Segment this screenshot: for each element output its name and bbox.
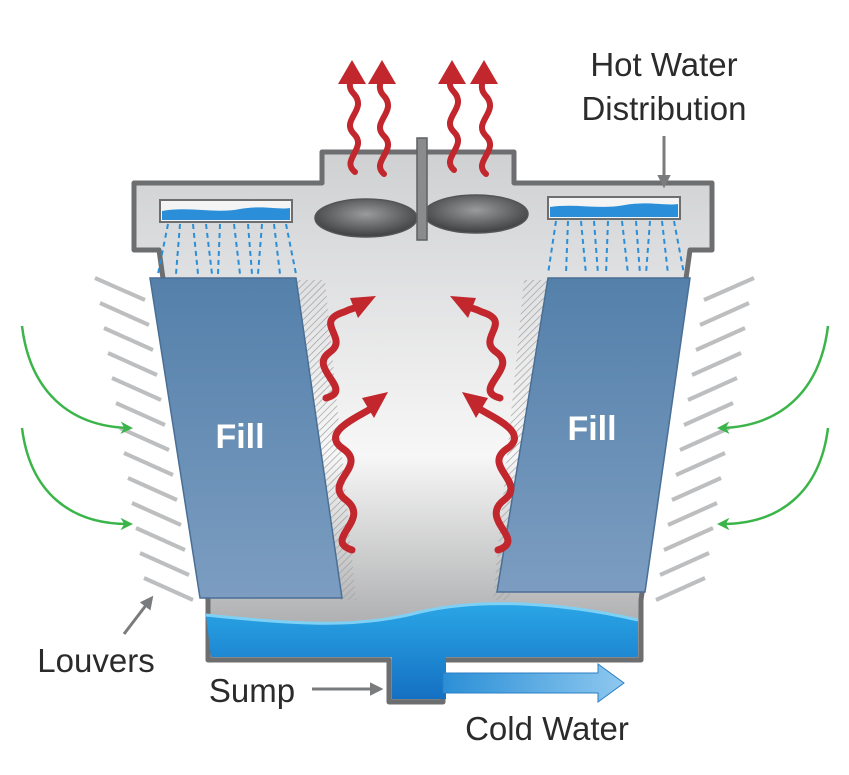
hot-air-exhaust-arrowheads (338, 60, 498, 84)
hot-air-rising-arrow (332, 404, 376, 554)
hot-air-rising-arrowheads (350, 296, 488, 418)
sump-water (206, 603, 638, 699)
louvers-pointer-arrow (122, 595, 154, 635)
cold-water-label: Cold Water (465, 710, 629, 747)
hot-water-label-line1: Hot Water (590, 46, 737, 83)
hot-water-label-line2: Distribution (581, 90, 746, 127)
fill-label-right: Fill (567, 410, 616, 448)
fill-label-left: Fill (215, 418, 264, 456)
curved-arrow-icon (717, 427, 830, 531)
hot-air-rising-arrow (462, 302, 507, 402)
hot-air-exhaust-arrow (346, 71, 361, 175)
hot-air-rising-arrows (319, 302, 518, 554)
curved-arrow-icon (717, 325, 830, 434)
louvers-label: Louvers (37, 642, 154, 679)
distribution-basin-left (159, 199, 293, 223)
curved-arrow-icon (20, 325, 133, 434)
water-surface (205, 602, 639, 625)
hot-air-rising-arrow (474, 404, 518, 554)
cold-water-arrow (442, 663, 625, 703)
hot-air-exhaust-arrow (376, 71, 391, 177)
air-intake-arrows-right (717, 325, 830, 531)
sump-label: Sump (209, 672, 295, 709)
hot-air-exhaust-arrow (478, 71, 493, 177)
curved-arrow-icon (20, 427, 133, 531)
air-intake-arrows-left (20, 325, 133, 531)
hot-air-rising-arrow (319, 302, 364, 402)
fan-icon (314, 137, 529, 241)
distribution-basin-right (547, 196, 681, 220)
louvers-left (94, 276, 194, 602)
fill-block-left (149, 277, 343, 599)
fill-edge-hatch-left (296, 280, 356, 600)
louvers-right (655, 276, 755, 602)
